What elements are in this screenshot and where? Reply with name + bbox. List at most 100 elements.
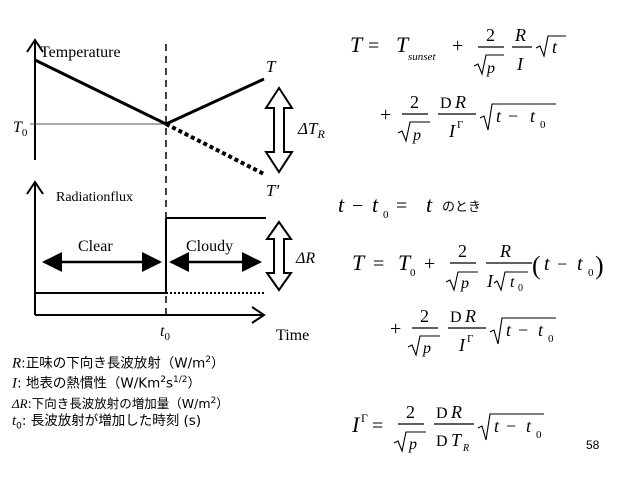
svg-text:−: − [557,254,567,274]
svg-text:=: = [368,35,379,57]
legend-symbol: I [12,375,17,392]
svg-text:=: = [396,195,407,217]
svg-text:2: 2 [410,92,419,112]
delta-R-label: ΔR [295,250,315,267]
svg-text:sunset: sunset [408,51,436,63]
delta-R-double-arrow [265,220,293,292]
svg-text:t: t [530,106,536,126]
svg-text:2: 2 [458,241,467,261]
svg-text:D: D [440,95,452,112]
svg-text:2: 2 [406,402,415,422]
T0-label: T0 [13,119,28,139]
legend-text: 下向き長波放射の増加量（W/m [31,396,211,412]
clear-label: Clear [78,238,113,255]
svg-text:p: p [486,60,495,77]
delta-TR-label: ΔTR [297,119,325,141]
svg-text:T: T [396,32,410,57]
svg-text:+: + [424,253,435,275]
svg-text:T: T [451,430,463,450]
legend-text: 長波放射が増加した時刻 (s) [30,413,202,429]
t0-axis-label: t0 [160,323,170,343]
svg-text:0: 0 [548,333,554,345]
svg-text:t: t [338,192,345,217]
svg-text:2: 2 [486,25,495,45]
svg-text:−: − [508,106,518,126]
svg-text:D: D [450,309,462,326]
svg-text:p: p [422,340,431,357]
svg-text:t: t [577,253,583,275]
svg-text:R: R [514,25,526,45]
legend-text: 地表の熱慣性（W/Km [25,375,161,392]
time-label: Time [276,327,309,344]
svg-text:+: + [390,318,401,340]
svg-text:t: t [526,416,532,436]
temperature-panel: Temperature T T' T0 ΔTR [13,38,325,200]
cloudy-label: Cloudy [186,238,233,255]
svg-text:t: t [506,320,512,340]
svg-text:Γ: Γ [361,411,368,425]
svg-text:Γ: Γ [467,333,473,345]
radiation-flux-label: Radiationflux [56,190,133,205]
svg-text:I: I [516,54,524,74]
equation-condition: t − t 0 = t [338,192,433,221]
legend-item-t0: t0: 長波放射が増加した時刻 (s) [12,413,202,432]
svg-text:p: p [408,436,417,453]
svg-text:2: 2 [420,306,429,326]
svg-text:I: I [458,335,466,355]
svg-text:0: 0 [540,119,546,131]
svg-text:t: t [552,37,558,57]
svg-text:T: T [352,250,366,275]
svg-text:=: = [373,253,384,275]
equation-3: I Γ = 2 p D R D T R t − t 0 [351,402,544,454]
equation-2: T = T 0 + 2 p R I t 0 ( t − t 0 ) + 2 p … [352,241,604,357]
page-number: 58 [586,438,600,452]
delta-TR-double-arrow [264,86,294,174]
svg-text:=: = [372,415,383,437]
svg-text:t: t [494,416,500,436]
svg-text:0: 0 [588,267,594,279]
svg-text:R: R [454,92,466,112]
svg-text:p: p [460,275,469,292]
svg-text:t: t [544,253,550,275]
legend-symbol: ΔR [12,396,28,412]
svg-text:): ) [595,251,604,280]
svg-text:+: + [380,104,391,126]
svg-text:D: D [436,405,448,422]
temperature-y-axis-arrowhead [26,38,44,53]
time-axis-arrowhead [251,306,266,324]
svg-text:I: I [448,121,456,141]
svg-text:p: p [412,127,421,144]
svg-text:t: t [510,274,515,291]
legend-symbol: R [12,355,22,372]
svg-text:−: − [352,195,363,217]
svg-text:0: 0 [410,267,416,279]
svg-text:(: ( [532,251,541,280]
temperature-label: Temperature [40,44,121,61]
svg-text:−: − [506,416,516,436]
legend-item-I: I: 地表の熱慣性（W/Km2s1/2） [12,375,202,392]
svg-text:0: 0 [383,209,389,221]
radiation-panel: Radiationflux Clear Cloudy ΔR t0 Time [26,180,315,344]
temperature-extrapolated-line [165,122,265,176]
temperature-warming-line [165,77,265,126]
svg-text:−: − [518,320,528,340]
svg-text:t: t [426,192,433,217]
svg-text:R: R [450,402,462,422]
T-label: T [266,57,277,76]
svg-text:R: R [499,241,511,261]
svg-text:+: + [452,35,463,57]
svg-text:t: t [372,192,379,217]
legend-symbol: t [12,413,17,429]
svg-text:R: R [464,306,476,326]
svg-text:T: T [350,32,364,57]
svg-text:t: t [496,106,502,126]
svg-text:I: I [351,412,361,437]
radiation-y-axis-arrowhead [26,180,44,195]
svg-text:0: 0 [518,283,523,294]
equation-1: T = T sunset + 2 p R I t + 2 p D R I Γ t… [350,25,566,144]
T-prime-label: T' [266,181,279,200]
svg-text:R: R [462,443,469,454]
svg-text:D: D [436,433,448,450]
svg-text:T: T [398,250,412,275]
